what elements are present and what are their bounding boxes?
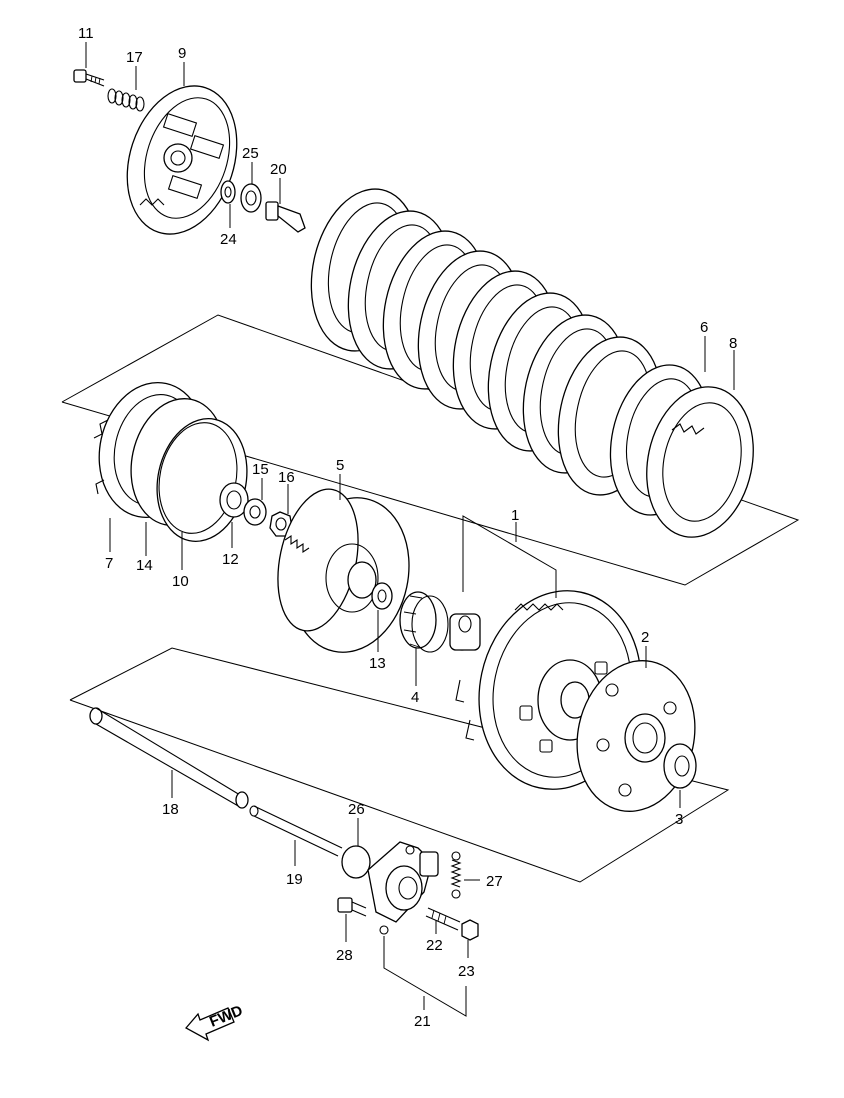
part-20-push-piece[interactable] [265, 201, 306, 233]
part-9-pressure-plate[interactable] [109, 72, 255, 249]
callout-7: 7 [105, 555, 113, 572]
callout-17: 17 [126, 49, 143, 66]
callout-15: 15 [252, 461, 269, 478]
callout-9: 9 [178, 45, 186, 62]
callout-19: 19 [286, 871, 303, 888]
part-11-bolt[interactable] [73, 69, 105, 87]
fwd-label: FWD [207, 1002, 245, 1031]
part-5-sleeve-hub[interactable] [266, 482, 423, 664]
part-17-spring[interactable] [107, 88, 145, 112]
callout-13: 13 [369, 655, 386, 672]
callout-5: 5 [336, 457, 344, 474]
callout-20: 20 [270, 161, 287, 178]
callout-14: 14 [136, 557, 153, 574]
callout-6: 6 [700, 319, 708, 336]
callout-8: 8 [729, 335, 737, 352]
part-3-washer[interactable] [663, 743, 697, 789]
part-28-bolt[interactable] [337, 897, 367, 917]
part-15-washer[interactable] [243, 498, 267, 526]
callout-1: 1 [511, 507, 519, 524]
callout-21: 21 [414, 1013, 431, 1030]
part-13-washer[interactable] [371, 582, 393, 610]
callout-12: 12 [222, 551, 239, 568]
callout-22: 22 [426, 937, 443, 954]
callout-labels: 11 17 9 25 20 24 6 8 5 15 16 7 14 10 12 … [78, 25, 737, 1030]
callout-28: 28 [336, 947, 353, 964]
part-22-screw[interactable] [425, 907, 461, 931]
part-24-washer[interactable] [220, 180, 236, 204]
callout-23: 23 [458, 963, 475, 980]
part-25-bearing[interactable] [240, 183, 262, 213]
callout-11: 11 [78, 25, 94, 42]
callout-18: 18 [162, 801, 179, 818]
callout-3: 3 [675, 811, 683, 828]
callout-25: 25 [242, 145, 259, 162]
part-12-bearing[interactable] [219, 482, 249, 518]
part-27-spring[interactable] [450, 851, 462, 899]
part-23-nut[interactable] [461, 919, 479, 941]
part-8-plate[interactable] [633, 377, 766, 547]
lower-group-frame [69, 647, 730, 883]
callout-26: 26 [348, 801, 365, 818]
callout-10: 10 [172, 573, 189, 590]
clutch-plate-stack[interactable] [297, 179, 675, 505]
fwd-direction-arrow: FWD [184, 1002, 245, 1042]
callout-16: 16 [278, 469, 295, 486]
callout-2: 2 [641, 629, 649, 646]
part-4-needle-bearing[interactable] [399, 591, 481, 653]
part-19-push-rod[interactable] [249, 805, 343, 857]
part-18-push-rod[interactable] [89, 707, 249, 809]
part-21-release-assembly[interactable] [367, 841, 439, 935]
callout-24: 24 [220, 231, 237, 248]
leader-lines [85, 42, 735, 1017]
callout-4: 4 [411, 689, 419, 706]
part-26-bearing[interactable] [341, 845, 371, 879]
callout-27: 27 [486, 873, 503, 890]
